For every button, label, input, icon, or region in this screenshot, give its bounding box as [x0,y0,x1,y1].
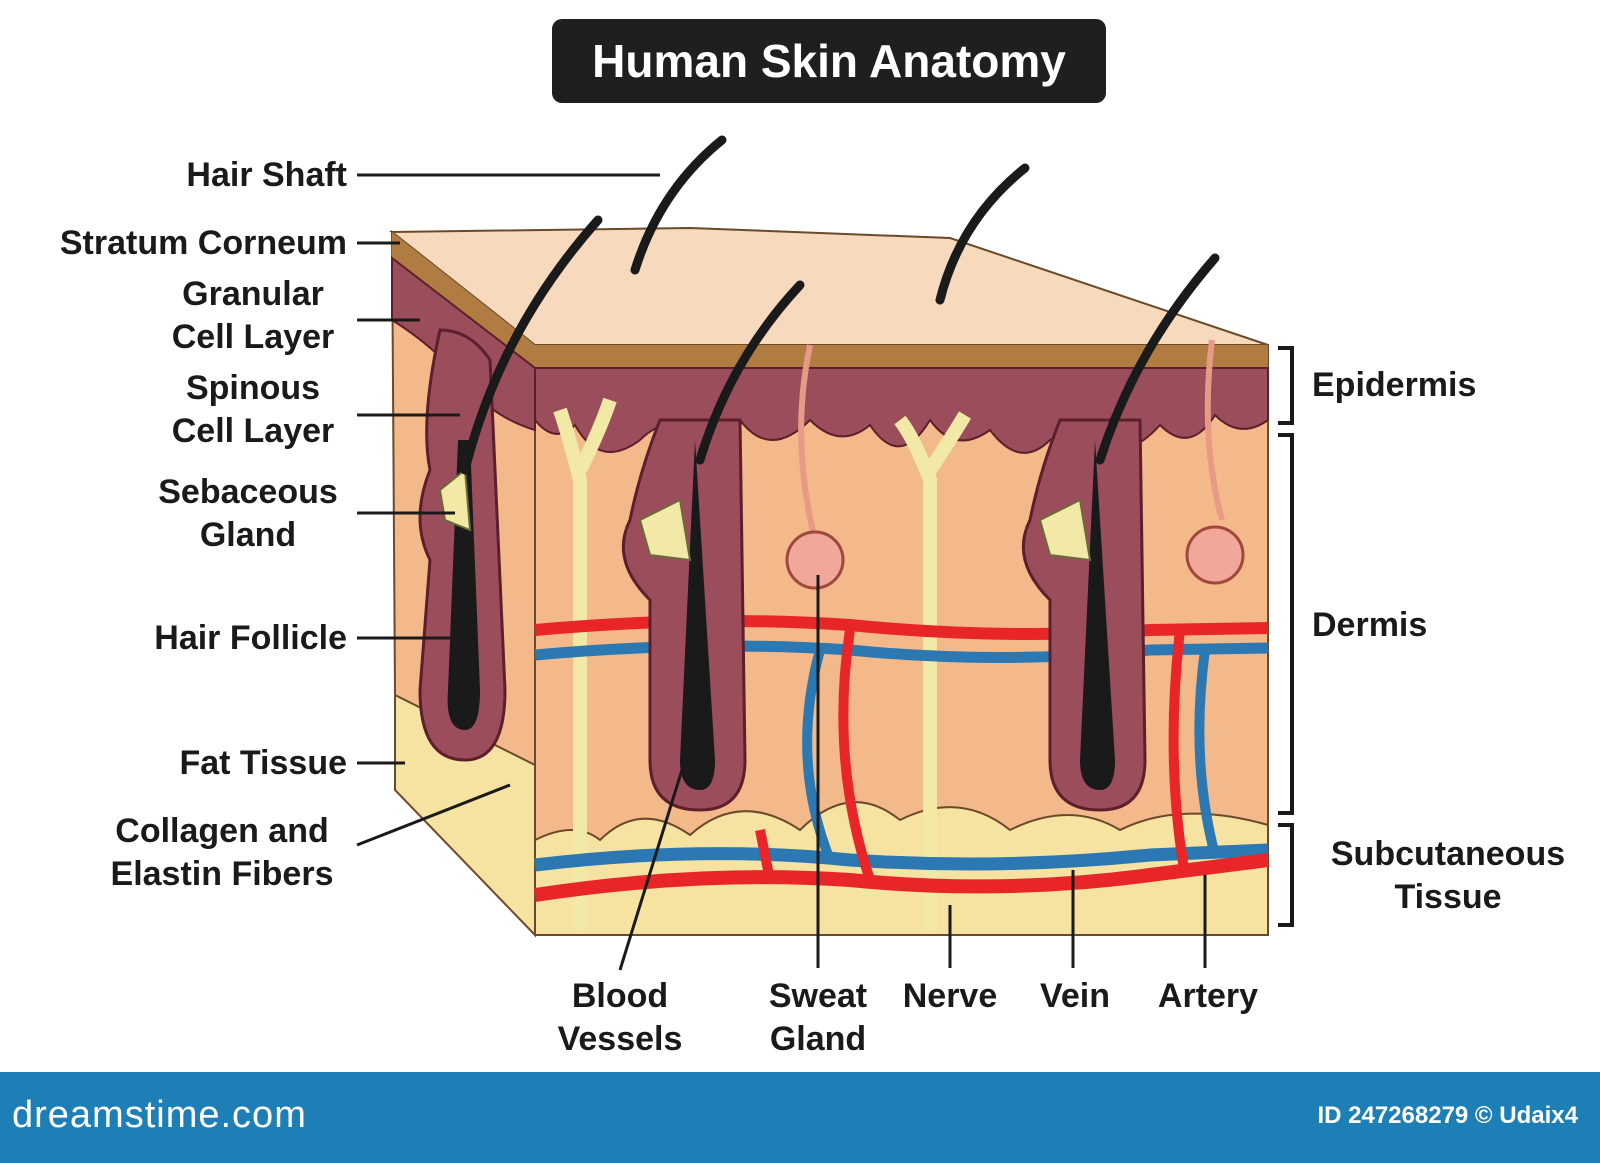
footer-image-id: ID 247268279 © Udaix4 [1317,1102,1578,1129]
label-hair-shaft: Hair Shaft [186,156,347,194]
label-spinous-cell-layer: Spinous Cell Layer [171,369,335,450]
label-subcutaneous-tissue: Subcutaneous Tissue [1330,835,1566,916]
nerve-fiber-2 [894,411,972,930]
hair-shaft-4 [935,163,1030,305]
diagram-title: Human Skin Anatomy [552,19,1106,103]
label-epidermis: Epidermis [1312,366,1477,404]
label-blood-vessels: Blood Vessels [557,977,683,1058]
footer-watermark: dreamstime.com [12,1094,307,1136]
subcutaneous-bracket [1278,823,1294,927]
sebaceous-gland-1 [438,468,472,532]
dermis-bracket [1278,433,1294,815]
artery-lower [533,853,1269,902]
label-nerve: Nerve [902,977,998,1015]
label-collagen-elastin-fibers: Collagen and Elastin Fibers [110,812,334,893]
hair-shaft-3 [695,280,805,465]
hair-bulb-3 [1080,440,1115,790]
bottom-leader-lines [618,575,1207,971]
label-granular-cell-layer: Granular Cell Layer [171,275,335,356]
hair-bulb-2 [680,440,715,790]
label-dermis: Dermis [1312,606,1428,644]
artery-vertical [755,629,1190,882]
stratum-corneum-band [535,345,1268,369]
label-sebaceous-gland: Sebaceous Gland [158,473,338,554]
hair-shaft-5 [1095,253,1220,465]
hair-shaft-2 [630,135,727,275]
sweat-gland-coil-1 [785,530,845,590]
vein-lower [534,843,1269,872]
sweat-duct-2 [1204,339,1225,521]
skin-cross-section-diagram [356,135,1294,971]
footer-bar: dreamstime.com ID 247268279 © Udaix4 [0,1072,1600,1163]
hair-shaft-1 [460,215,603,475]
sweat-duct-1 [798,344,818,541]
label-sweat-gland: Sweat Gland [768,977,868,1058]
label-artery: Artery [1157,977,1259,1015]
sebaceous-gland-2 [638,498,692,562]
stratum-corneum-side [392,232,535,368]
sebaceous-gland-3 [1038,498,1092,562]
label-stratum-corneum: Stratum Corneum [59,224,347,262]
label-vein: Vein [1040,977,1110,1015]
label-hair-follicle: Hair Follicle [154,619,347,657]
sweat-gland-coil-2 [1185,525,1245,585]
epidermis-bracket [1278,346,1294,425]
nerve-fiber-1 [553,397,617,930]
vein-vertical [802,648,1220,862]
left-leader-lines [356,173,660,847]
label-fat-tissue: Fat Tissue [179,744,347,782]
